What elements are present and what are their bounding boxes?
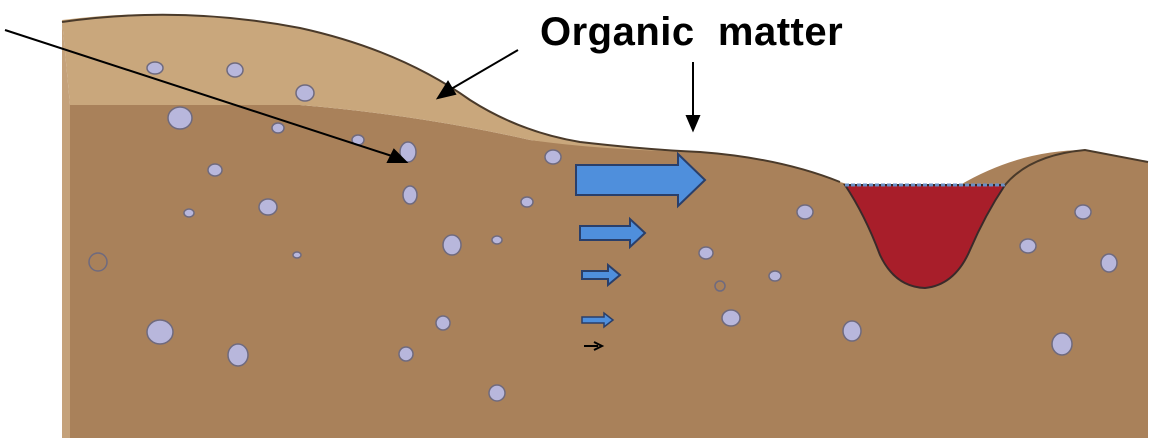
arrowhead-icon — [687, 116, 699, 130]
stone-icon — [147, 62, 163, 74]
organic-matter-label: Organic matter — [540, 12, 843, 52]
stone-icon — [436, 316, 450, 330]
stone-icon — [399, 347, 413, 361]
stone-icon — [722, 310, 740, 326]
stone-icon — [184, 209, 194, 217]
stone-icon — [521, 197, 533, 207]
stone-icon — [489, 385, 505, 401]
stone-icon — [797, 205, 813, 219]
stone-icon — [272, 123, 284, 133]
stone-icon — [293, 252, 301, 258]
stone-icon — [1052, 333, 1072, 355]
stone-icon — [227, 63, 243, 77]
stone-icon — [168, 107, 192, 129]
stone-icon — [492, 236, 502, 244]
stone-icon — [699, 247, 713, 259]
stone-icon — [147, 320, 173, 344]
hill-pointer-line — [446, 50, 518, 92]
stone-icon — [403, 186, 417, 204]
stone-icon — [1101, 254, 1117, 272]
stone-icon — [715, 281, 725, 291]
stone-icon — [843, 321, 861, 341]
stone-icon — [89, 253, 107, 271]
stone-icon — [1020, 239, 1036, 253]
stone-icon — [1075, 205, 1091, 219]
stone-icon — [296, 85, 314, 101]
stone-icon — [208, 164, 222, 176]
stone-icon — [545, 150, 561, 164]
stone-icon — [443, 235, 461, 255]
stone-icon — [259, 199, 277, 215]
stone-icon — [228, 344, 248, 366]
stone-icon — [769, 271, 781, 281]
